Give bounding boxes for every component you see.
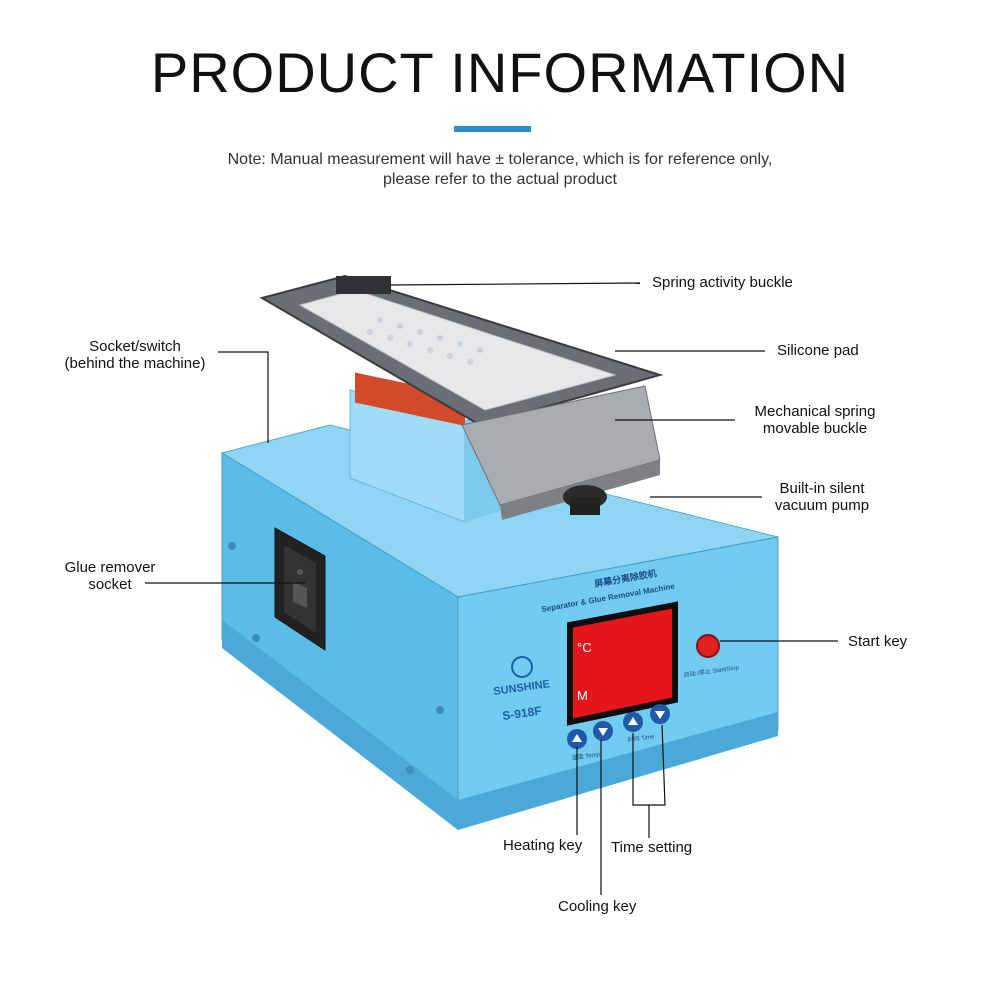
note-line-2: please refer to the actual product — [383, 171, 617, 188]
start-key — [696, 634, 720, 658]
screw — [406, 766, 414, 774]
screw — [228, 542, 236, 550]
callout-spring-activity-buckle: Spring activity buckle — [652, 274, 793, 291]
screw — [436, 706, 444, 714]
tolerance-note: Note: Manual measurement will have ± tol… — [0, 150, 1000, 190]
callout-cooling-key: Cooling key — [558, 898, 637, 915]
callout-vacuum-pump-line1: Built-in silent — [779, 480, 865, 497]
callout-mechanical-spring-line1: Mechanical spring — [754, 403, 876, 420]
time-label: 时间 Time — [627, 732, 655, 744]
callout-mechanical-spring: Mechanical spring movable buckle — [740, 403, 890, 437]
base-flange-front — [458, 712, 778, 830]
model-number: S-918F — [501, 704, 542, 723]
callout-glue-remover-socket: Glue remover socket — [50, 559, 170, 593]
leader-lines — [145, 282, 838, 895]
spring-activity-buckle — [336, 276, 391, 294]
lcd-display — [567, 601, 678, 726]
base-flange-left — [222, 620, 458, 830]
heating-plate — [355, 372, 465, 426]
callout-glue-remover-line2: socket — [88, 576, 132, 593]
page-title: PRODUCT INFORMATION — [150, 41, 850, 104]
callout-vacuum-pump-line2: vacuum pump — [774, 497, 870, 514]
callout-socket-switch-line2: (behind the machine) — [64, 355, 206, 372]
screw — [252, 634, 260, 642]
temp-label: 温度 Temp — [571, 750, 601, 762]
callout-socket-switch-line1: Socket/switch — [89, 338, 181, 355]
brand-logo-icon — [511, 656, 533, 678]
title-accent-bar — [454, 126, 531, 132]
callout-heating-key: Heating key — [503, 837, 583, 854]
callout-vacuum-pump: Built-in silent vacuum pump — [757, 480, 887, 514]
callout-start-key: Start key — [848, 633, 908, 650]
callout-socket-switch: Socket/switch (behind the machine) — [50, 338, 220, 372]
display-time-unit: M — [577, 688, 588, 703]
callout-glue-remover-line1: Glue remover — [64, 559, 156, 576]
callout-time-setting: Time setting — [611, 839, 693, 856]
callout-mechanical-spring-line2: movable buckle — [762, 420, 868, 437]
note-line-1: Note: Manual measurement will have ± tol… — [227, 151, 773, 168]
callout-silicone-pad: Silicone pad — [777, 342, 859, 359]
pad-dots — [367, 317, 483, 365]
display-temp-unit: °C — [577, 640, 592, 655]
